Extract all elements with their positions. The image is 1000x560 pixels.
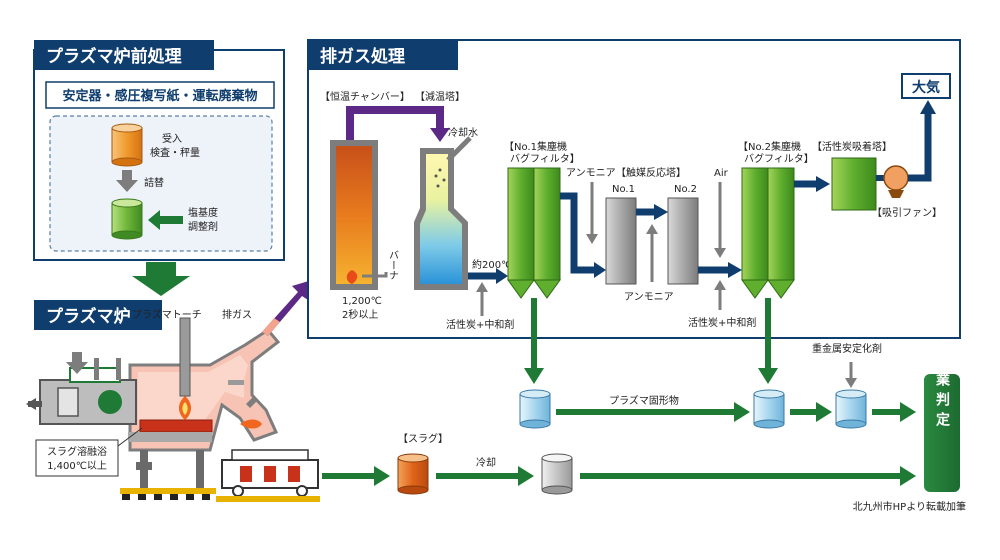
cooling-tower xyxy=(414,136,472,290)
approx-temp-label: 約200℃ xyxy=(472,258,512,271)
salt-drum xyxy=(111,198,143,240)
bag-filter-1 xyxy=(507,167,561,299)
atmosphere-box xyxy=(901,73,951,99)
furnace-title: プラズマ炉 xyxy=(46,306,131,327)
cooling-tower-label: 【減温塔】 xyxy=(415,90,465,103)
no1-label: No.1 xyxy=(612,184,635,195)
solid-drum-3 xyxy=(835,389,867,429)
suction-fan xyxy=(876,165,909,198)
final-judgement-label: 卒業判定 xyxy=(934,351,951,432)
ammonia-top-label: アンモニア xyxy=(566,168,616,179)
carbon-tower xyxy=(831,157,877,211)
catalyst-towers xyxy=(605,197,699,285)
receive-label: 受入 xyxy=(162,133,182,145)
chamber-label: 【恒温チャンバー】 xyxy=(320,90,410,103)
slag-cart xyxy=(216,449,320,502)
activated-carbon-2-label: 活性炭+中和剤 xyxy=(688,316,756,329)
air-label: Air xyxy=(714,168,729,179)
cooling-water-label: 冷却水 xyxy=(448,126,478,139)
collector1-label-b: バグフィルタ】 xyxy=(510,152,580,165)
receive-drum xyxy=(111,123,143,167)
cooled-slag-drum xyxy=(541,453,573,495)
carbon-tower-label: 【活性炭吸着塔】 xyxy=(812,140,892,153)
heavy-metal-label: 重金属安定化剤 xyxy=(812,342,882,355)
temp-label-1: 1,200℃ xyxy=(342,296,382,307)
ammonia-bottom-label: アンモニア xyxy=(624,292,674,303)
salt-label-1: 塩基度 xyxy=(188,206,218,219)
exhaust-title: 排ガス処理 xyxy=(320,46,405,67)
pre-process-panel: プラズマ炉前処理 安定器・感圧複写紙・運転廃棄物 受入 検査・秤量 詰替 塩基度… xyxy=(33,40,285,261)
constant-temp-chamber xyxy=(330,140,388,290)
slag-drum xyxy=(397,453,429,495)
plasma-solid-label: プラズマ固形物 xyxy=(609,394,679,407)
collector2-label-a: 【No.2集塵機 xyxy=(738,140,801,153)
salt-arrow xyxy=(148,210,183,230)
slag-bath-label-1: スラグ溶融浴 xyxy=(47,445,107,458)
bag-filter-2 xyxy=(741,167,795,299)
atmosphere-label: 大気 xyxy=(912,79,940,96)
pre-title-bg xyxy=(34,40,214,70)
solid-drum-1 xyxy=(519,389,551,429)
solid-drum-2 xyxy=(753,389,785,429)
pre-title: プラズマ炉前処理 xyxy=(46,46,182,67)
pre-subtitle: 安定器・感圧複写紙・運転廃棄物 xyxy=(62,88,257,104)
refill-label: 詰替 xyxy=(144,176,164,189)
catalyst-label: 【触媒反応塔】 xyxy=(616,166,686,179)
torch-label: プラズマトーチ xyxy=(132,308,202,321)
burner-label: バーナ xyxy=(387,250,399,280)
fan-label: 【吸引ファン】 xyxy=(872,207,942,219)
plasma-furnace xyxy=(26,317,281,500)
refill-arrow xyxy=(116,170,138,192)
credit-text: 北九州市HPより転載加筆 xyxy=(853,500,966,513)
no2-label: No.2 xyxy=(674,184,697,195)
collector2-label-b: バグフィルタ】 xyxy=(744,152,814,165)
slag-bath-label-2: 1,400℃以上 xyxy=(47,460,107,472)
collector1-label-a: 【No.1集塵機 xyxy=(504,140,567,153)
pre-to-furnace-arrow xyxy=(132,262,190,296)
exhaust-gas-label: 排ガス xyxy=(222,308,252,321)
final-judgement-box xyxy=(924,374,960,492)
slag-label: 【スラグ】 xyxy=(398,432,448,445)
furnace-title-bg xyxy=(34,300,162,330)
cooling-label: 冷却 xyxy=(476,456,496,469)
salt-label-2: 調整剤 xyxy=(188,220,218,233)
temp-label-2: 2秒以上 xyxy=(342,308,378,321)
activated-carbon-label: 活性炭+中和剤 xyxy=(446,318,514,331)
inspect-label: 検査・秤量 xyxy=(150,146,200,159)
